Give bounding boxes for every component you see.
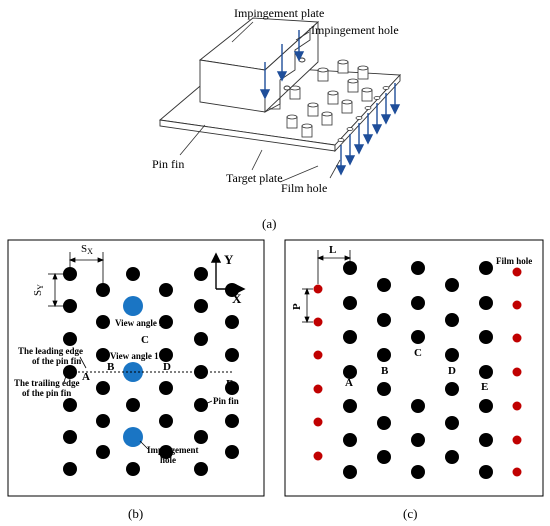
pin-fin-leader bbox=[202, 400, 213, 406]
leading-edge-leader bbox=[79, 356, 87, 369]
impingement-jet-arrows bbox=[259, 30, 305, 100]
dimension-sy bbox=[48, 272, 64, 308]
pin-fin-array bbox=[269, 59, 373, 138]
label-impingement-plate: Impingement plate bbox=[234, 6, 324, 20]
label-point-b-b: B bbox=[107, 361, 115, 373]
panel-c: L P Film hole A B C D E (c) bbox=[284, 239, 544, 521]
panel-c-frame bbox=[284, 239, 544, 497]
panel-b-pin-fins bbox=[63, 267, 239, 476]
dimension-sx bbox=[68, 252, 105, 283]
panel-a-schematic: Impingement plate Impingement hole Pin f… bbox=[152, 6, 401, 231]
panel-b: SX SY Y X View angle 2 C View angle 1 Th… bbox=[7, 239, 265, 521]
impingement-leader bbox=[139, 440, 149, 450]
label-trailing-edge-2: of the pin fin bbox=[22, 388, 71, 398]
label-sx: S bbox=[81, 243, 87, 255]
label-sx-sub: X bbox=[87, 247, 93, 256]
dimension-p bbox=[302, 287, 313, 324]
caption-c: (c) bbox=[403, 506, 417, 521]
impingement-hole-middle bbox=[123, 362, 143, 382]
panel-a-leaders bbox=[179, 21, 341, 183]
label-sy: S bbox=[32, 290, 44, 296]
label-view-angle-2: View angle 2 bbox=[115, 318, 164, 328]
label-target-plate: Target plate bbox=[226, 171, 283, 185]
label-p: P bbox=[291, 303, 303, 310]
film-exit-arrows bbox=[335, 83, 401, 176]
panel-b-frame bbox=[7, 239, 265, 497]
label-sy-sub: Y bbox=[36, 284, 45, 290]
panel-c-pin-fins bbox=[343, 261, 493, 479]
label-pin-fin-b: Pin fin bbox=[213, 396, 239, 406]
label-point-a-c: A bbox=[345, 377, 353, 389]
label-point-c-c: C bbox=[414, 347, 422, 359]
label-point-e-c: E bbox=[481, 381, 488, 393]
impingement-hole-top bbox=[123, 296, 143, 316]
svg-text:SX: SX bbox=[81, 243, 93, 256]
label-axis-x: X bbox=[232, 291, 242, 306]
trailing-edge-leader bbox=[63, 375, 67, 383]
label-trailing-edge-1: The trailing edge bbox=[14, 378, 80, 388]
impingement-hole-bottom bbox=[123, 427, 143, 447]
label-axis-y: Y bbox=[224, 252, 234, 267]
panel-c-film-holes bbox=[313, 267, 522, 477]
svg-text:SY: SY bbox=[32, 284, 45, 296]
label-film-hole-c: Film hole bbox=[496, 256, 532, 266]
panel-b-impingement-holes bbox=[123, 296, 143, 447]
label-point-d-b: D bbox=[163, 361, 171, 373]
label-leading-edge-2: of the pin fin bbox=[32, 356, 81, 366]
label-l: L bbox=[329, 244, 336, 256]
label-point-e-b: E bbox=[226, 378, 233, 390]
impingement-plate-shape bbox=[198, 17, 320, 114]
label-point-a-b: A bbox=[82, 371, 90, 383]
caption-a: (a) bbox=[262, 216, 276, 231]
label-impingement-hole: Impingement hole bbox=[311, 23, 399, 37]
label-point-c-b: C bbox=[141, 334, 149, 346]
dimension-l bbox=[316, 250, 352, 284]
label-pin-fin-a: Pin fin bbox=[152, 157, 184, 171]
label-view-angle-1: View angle 1 bbox=[110, 351, 159, 361]
label-point-d-c: D bbox=[448, 365, 456, 377]
label-point-b-c: B bbox=[381, 365, 389, 377]
label-film-hole-a: Film hole bbox=[281, 181, 327, 195]
film-hole-row bbox=[337, 86, 390, 142]
label-leading-edge-1: The leading edge bbox=[18, 346, 83, 356]
axes-xy-icon bbox=[210, 252, 246, 295]
label-impingement-b-2: hole bbox=[160, 455, 176, 465]
label-impingement-b-1: Impingement bbox=[147, 445, 199, 455]
caption-b: (b) bbox=[128, 506, 143, 521]
